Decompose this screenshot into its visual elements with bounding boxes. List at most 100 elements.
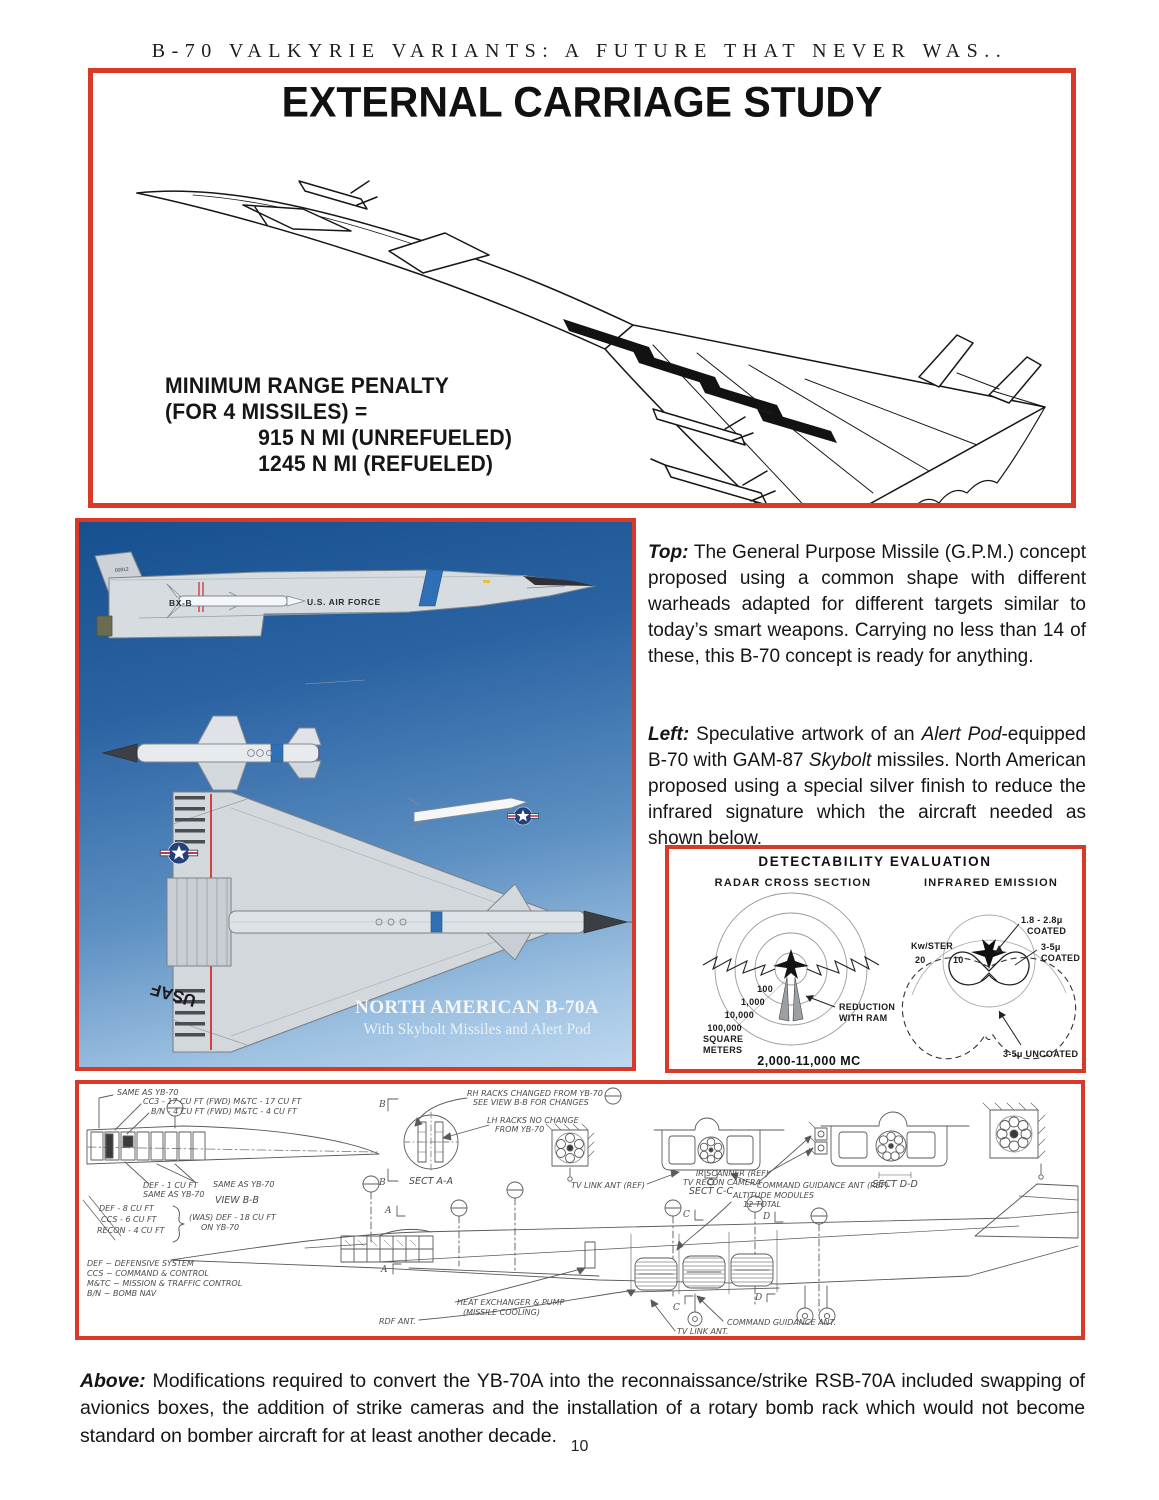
aircraft-silhouette-radar [773,949,809,979]
ann-was2: ON YB-70 [201,1223,239,1232]
marker-a-bottom: A [380,1265,388,1275]
artwork-caption-subtitle: With Skybolt Missiles and Alert Pod [363,1021,590,1038]
range-line-1: MINIMUM RANGE PENALTY [165,373,450,398]
capacity-note-block [82,1195,185,1243]
marker-c-top: C [683,1210,690,1220]
detectability-title: DETECTABILITY EVALUATION [758,854,991,869]
ann-tv-ref: TV LINK ANT (REF) [571,1181,645,1190]
carriage-study-drawing [136,180,1046,503]
skybolt-missile-detail [101,715,322,791]
gpm-missiles [563,319,837,443]
ann-sect-aa: SECT A-A [409,1176,453,1187]
ann-was1: (WAS) DEF - 18 CU FT [189,1213,277,1222]
coated-b1-label: 3-5μ [1041,942,1061,952]
ram-label-1: REDUCTION [839,1002,895,1012]
marker-d-bottom: D [754,1293,762,1303]
ann-heat2: (MISSILE COOLING) [463,1308,540,1317]
ann-view-bb: VIEW B-B [215,1195,259,1206]
ring-unit-meters: METERS [703,1045,742,1055]
ann-def8: DEF - 8 CU FT [99,1204,155,1213]
tick-20: 20 [915,955,926,965]
range-line-2: (FOR 4 MISSILES) = [165,399,368,424]
ann-tv: TV LINK ANT. [677,1327,728,1336]
sect-dd-diagram [758,1111,970,1183]
marker-d-top: D [762,1212,770,1222]
fuselage-marking: U.S. AIR FORCE [307,597,381,607]
uncoated-label: 3-5μ UNCOATED [1003,1049,1078,1059]
b70-side-view: U.S. AIR FORCE BX-B 00812 [94,551,596,685]
tail-number: 00812 [115,567,130,574]
ann-heat1: HEAT EXCHANGER & PUMP [457,1298,565,1307]
ann-alt2: 12 TOTAL [743,1200,781,1209]
marker-b-bottom: B [378,1178,386,1188]
ann-legend-ccs: CCS ~ COMMAND & CONTROL [87,1269,209,1278]
frequency-label: 2,000-11,000 MC [757,1054,860,1068]
modification-drawing-panel: SAME AS YB-70 CC3 - 17 CU FT (FWD) M&TC … [75,1080,1085,1340]
aircraft-silhouette-ir [971,939,1007,969]
range-line-4: 1245 N MI (REFUELED) [258,451,494,476]
radar-cross-section-diagram: 100 1,000 10,000 100,000 SQUARE METERS R… [702,892,895,1068]
ring-label-10000: 10,000 [725,1010,754,1020]
marker-b-top: B [378,1100,386,1110]
ram-label-2: WITH RAM [839,1013,887,1023]
rotary-rack-detail-left [545,1123,595,1182]
page-number: 10 [570,1438,589,1455]
coated-a2-label: COATED [1027,926,1066,936]
coated-a1-label: 1.8 - 2.8μ [1021,915,1063,925]
rsb70-side-view [170,1183,1079,1332]
infrared-section-title: INFRARED EMISSION [924,877,1058,889]
ann-same2: SAME AS YB-70 [213,1180,274,1189]
marker-c-bottom: C [673,1303,680,1313]
carriage-study-title: EXTERNAL CARRIAGE STUDY [281,77,883,127]
caption-above: Above: Modifications required to convert… [80,1369,1085,1447]
ann-cmd-ref: COMMAND GUIDANCE ANT (REF) [757,1181,888,1190]
infrared-emission-diagram: Kw/STER 20 10 1.8 - 2.8μ COATED 3-5μ COA… [901,914,1080,1060]
ring-label-100: 100 [757,984,773,994]
range-line-3: 915 N MI (UNREFUELED) [258,425,513,450]
ann-legend-mtc: M&TC ~ MISSION & TRAFFIC CONTROL [87,1279,242,1288]
ann-sect-dd: SECT D-D [872,1179,918,1190]
ring-unit-square: SQUARE [703,1034,743,1044]
ann-rh2: SEE VIEW B-B FOR CHANGES [473,1098,589,1107]
b70-plan-view: USAF [148,791,632,1053]
marker-a-top: A [384,1206,392,1216]
range-penalty-note: MINIMUM RANGE PENALTY (FOR 4 MISSILES) =… [165,373,512,477]
rotary-rack-detail-right [982,1102,1046,1180]
external-carriage-panel: EXTERNAL CARRIAGE STUDY MINIMUM RANGE PE… [88,68,1076,508]
page-title: B-70 VALKYRIE VARIANTS: A FUTURE THAT NE… [151,40,1008,62]
ring-label-1000: 1,000 [741,997,765,1007]
nose-code-marking: BX-B [169,598,192,608]
caption-top: Top: The General Purpose Missile (G.P.M.… [648,542,1087,668]
ann-def1b: SAME AS YB-70 [143,1190,204,1199]
ann-sect-cc: SECT C-C [689,1186,734,1197]
b70-artwork-drawing: U.S. AIR FORCE BX-B 00812 [94,551,632,1053]
detectability-panel: DETECTABILITY EVALUATION RADAR CROSS SEC… [665,845,1086,1073]
elevon-detail [175,796,205,1037]
ann-bn: B/N - 4 CU FT (FWD) M&TC - 4 CU FT [151,1107,298,1116]
ann-alt1: ALTITUDE MODULES [732,1191,814,1200]
caption-left: Left: Speculative artwork of an Alert Po… [648,724,1087,850]
ann-ir-scanner: IR SCANNER (REF) [696,1169,769,1178]
ann-lh1: LH RACKS NO CHANGE [487,1116,580,1125]
ann-tv-recon: TV RECON CAMERA [683,1178,761,1187]
rsb70-modification-drawing: SAME AS YB-70 CC3 - 17 CU FT (FWD) M&TC … [82,1087,1079,1336]
ann-ccs6: CCS - 6 CU FT [101,1215,158,1224]
sect-aa-diagram [387,1097,490,1182]
tick-10: 10 [953,955,964,965]
kw-ster-label: Kw/STER [911,941,953,951]
ann-def1a: DEF - 1 CU FT [143,1181,199,1190]
ann-legend-def: DEF ~ DEFENSIVE SYSTEM [87,1259,194,1268]
ann-legend-bn: B/N ~ BOMB NAV [87,1289,157,1298]
roundel-plan-right [507,806,539,826]
view-bb-profile [86,1094,380,1185]
b70-line-art [136,180,1046,503]
sect-cc-diagram [646,1117,785,1186]
ring-label-100000: 100,000 [707,1023,742,1033]
ann-same-as-yb70: SAME AS YB-70 [117,1088,178,1097]
ann-lh2: FROM YB-70 [495,1125,544,1134]
ann-recon4: RECON - 4 CU FT [97,1226,166,1235]
detectability-diagram: DETECTABILITY EVALUATION RADAR CROSS SEC… [702,854,1080,1068]
ann-cmd: COMMAND GUIDANCE ANT. [727,1318,836,1327]
coated-b2-label: COATED [1041,953,1080,963]
ann-cc3: CC3 - 17 CU FT (FWD) M&TC - 17 CU FT [143,1097,302,1106]
